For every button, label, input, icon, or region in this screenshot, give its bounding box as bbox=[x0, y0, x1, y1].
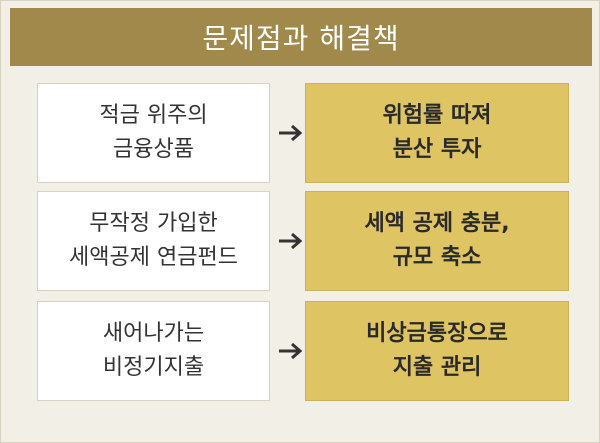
problem-text-line: 무작정 가입한 bbox=[89, 211, 218, 236]
solution-text-line: 규모 축소 bbox=[392, 245, 482, 270]
problem-box: 무작정 가입한 세액공제 연금펀드 bbox=[37, 191, 270, 291]
solution-text-line: 분산 투자 bbox=[392, 137, 482, 162]
problem-text-line: 새어나가는 bbox=[102, 321, 205, 346]
comparison-row: 새어나가는 비정기지출 비상금통장으로 지출 관리 bbox=[37, 301, 569, 401]
problem-box: 적금 위주의 금융상품 bbox=[37, 83, 270, 183]
header-banner: 문제점과 해결책 bbox=[10, 8, 592, 66]
arrow-right-icon bbox=[279, 342, 303, 360]
arrow-right-icon bbox=[279, 124, 303, 142]
problem-text-line: 적금 위주의 bbox=[99, 103, 208, 128]
solution-text-line: 세액 공제 충분, bbox=[364, 211, 510, 236]
solution-box: 비상금통장으로 지출 관리 bbox=[305, 301, 569, 401]
arrow-right-icon bbox=[279, 232, 303, 250]
problem-text-line: 금융상품 bbox=[113, 137, 194, 162]
comparison-row: 무작정 가입한 세액공제 연금펀드 세액 공제 충분, 규모 축소 bbox=[37, 191, 569, 291]
problem-text-line: 비정기지출 bbox=[102, 355, 205, 380]
solution-text-line: 위험률 따져 bbox=[382, 103, 492, 128]
problem-text-line: 세액공제 연금펀드 bbox=[69, 245, 238, 270]
comparison-row: 적금 위주의 금융상품 위험률 따져 분산 투자 bbox=[37, 83, 569, 183]
problem-box: 새어나가는 비정기지출 bbox=[37, 301, 270, 401]
page-title: 문제점과 해결책 bbox=[202, 22, 400, 55]
solution-box: 위험률 따져 분산 투자 bbox=[305, 83, 569, 183]
solution-text-line: 비상금통장으로 bbox=[366, 321, 508, 346]
solution-box: 세액 공제 충분, 규모 축소 bbox=[305, 191, 569, 291]
solution-text-line: 지출 관리 bbox=[392, 355, 482, 380]
